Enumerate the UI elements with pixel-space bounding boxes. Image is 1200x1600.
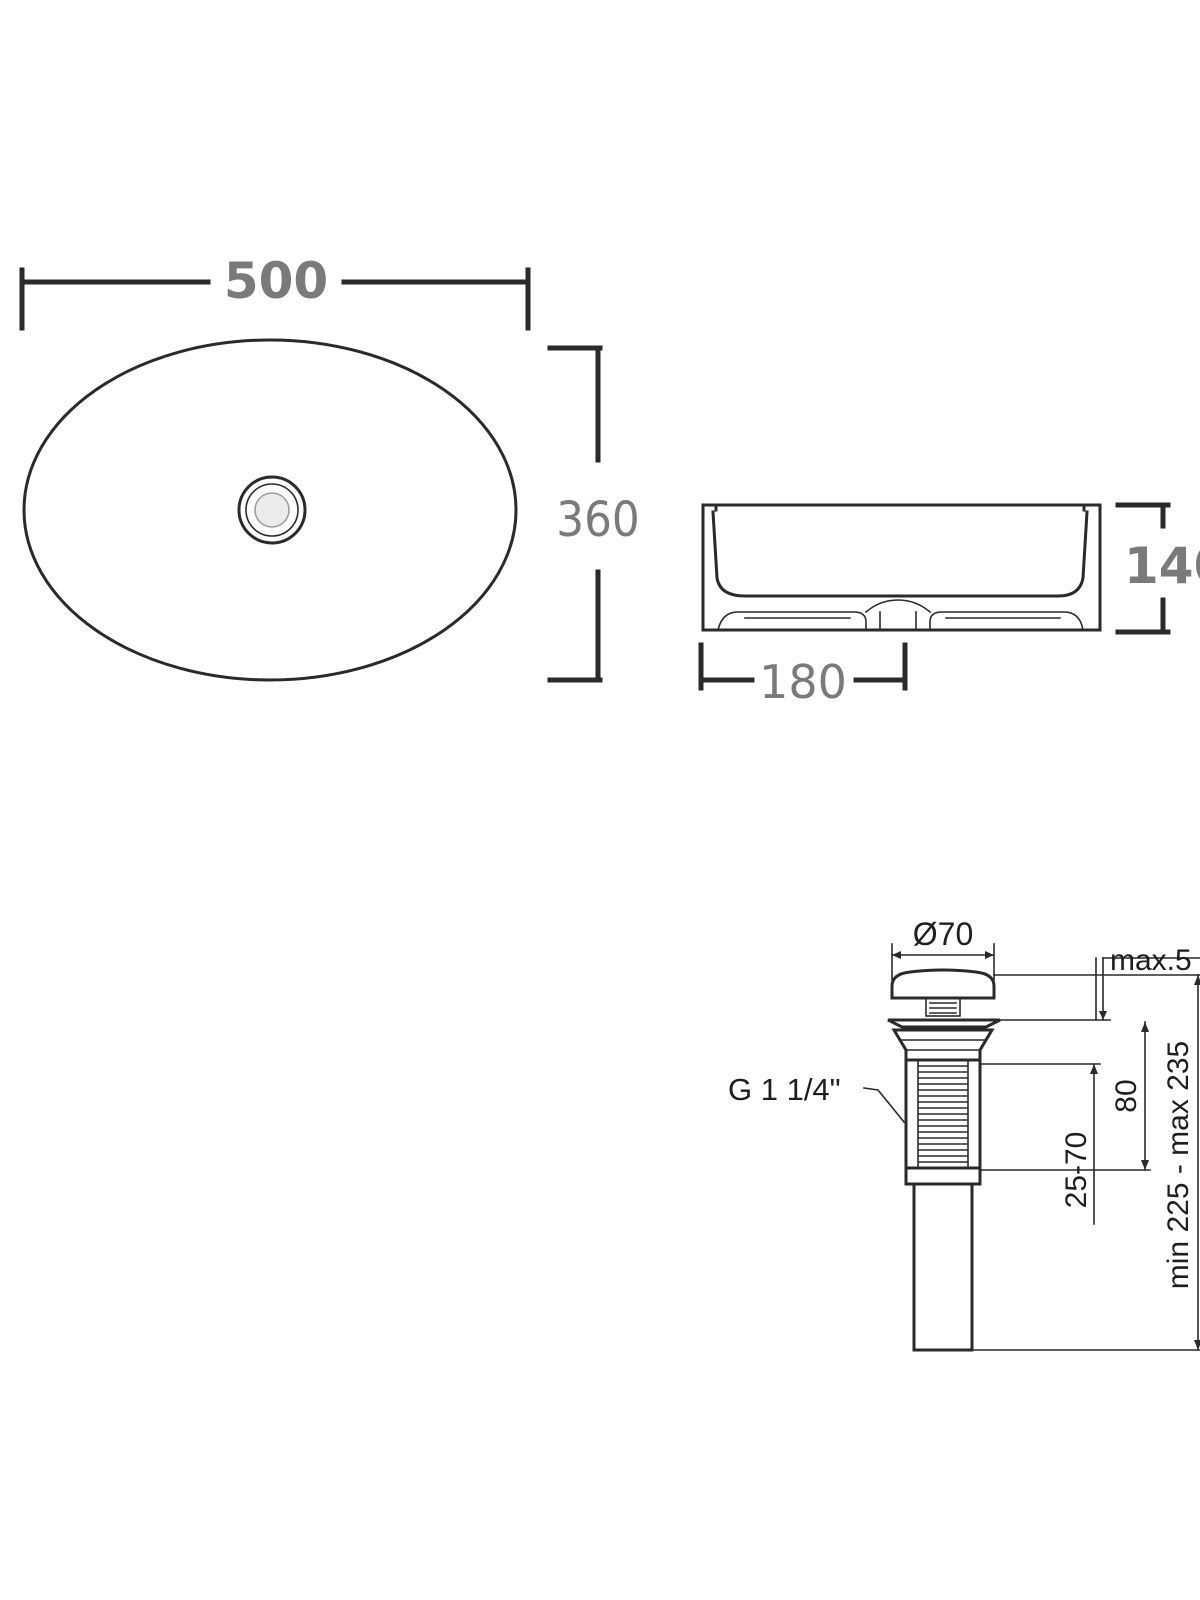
base-label: 180 (759, 655, 847, 709)
drain-nut (904, 1166, 982, 1186)
basin-profile (701, 503, 1102, 632)
drain-hole (237, 475, 307, 545)
range-dimension: 25-70 (979, 1063, 1101, 1225)
total-dimension: min 225 - max 235 (971, 974, 1200, 1351)
basin-outline (22, 338, 518, 682)
depth-dimension: 360 (547, 345, 640, 683)
depth-label: 360 (556, 491, 639, 548)
total-label: min 225 - max 235 (1162, 1041, 1195, 1289)
width-dimension: 500 (19, 252, 531, 331)
drain-detail: Ø70 G 1 1/4" (728, 916, 1200, 1352)
threaded-body (904, 1058, 982, 1170)
height-dimension: 140 (1115, 502, 1200, 635)
height-80-label: 80 (1110, 1079, 1143, 1112)
height-label: 140 (1124, 537, 1200, 595)
drain-flange (887, 1018, 1001, 1029)
max-label: max.5 (1110, 944, 1192, 977)
base-dimension: 180 (698, 642, 908, 709)
top-view: 500 360 (19, 252, 640, 683)
max-dimension: max.5 (993, 944, 1200, 1021)
width-label: 500 (224, 252, 328, 310)
diameter-label: Ø70 (913, 916, 973, 952)
diameter-dimension: Ø70 (891, 916, 995, 981)
tail-pipe (912, 1182, 974, 1352)
drain-cap (890, 968, 996, 1000)
thread-callout: G 1 1/4" (728, 1072, 906, 1124)
side-view: 180 140 (698, 502, 1200, 709)
height-80-dimension: 80 (979, 1021, 1151, 1171)
thread-label: G 1 1/4" (728, 1072, 841, 1107)
range-label: 25-70 (1060, 1132, 1093, 1209)
